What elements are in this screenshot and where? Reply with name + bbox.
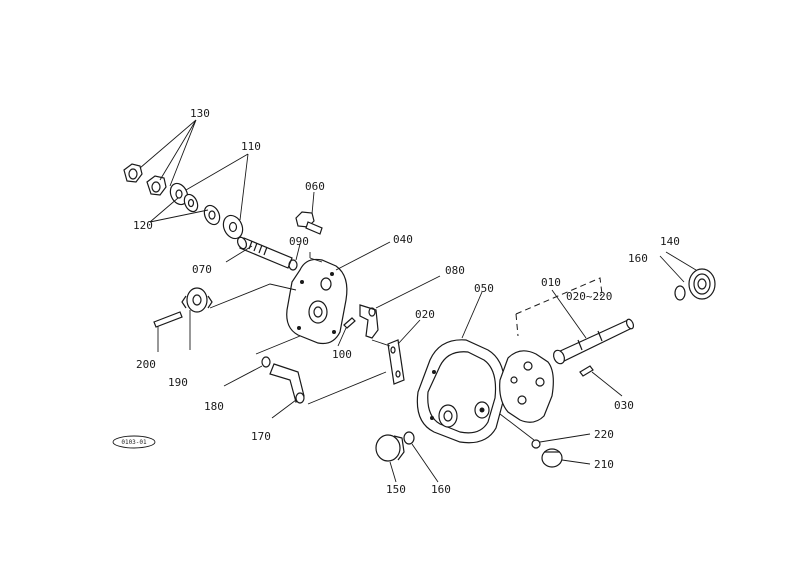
callout-labels: 130 110 120 060 090 070 040 080 200 190 … — [133, 107, 680, 496]
washer-110-a — [169, 182, 189, 206]
pin-030 — [579, 365, 594, 377]
callout-030: 030 — [614, 399, 634, 412]
callout-100: 100 — [332, 348, 352, 361]
callout-200: 200 — [136, 358, 156, 371]
callout-070: 070 — [192, 263, 212, 276]
dashed-assembly-bracket — [515, 277, 603, 337]
drawing-stamp: 0103-01 — [112, 435, 156, 449]
plug-210 — [541, 448, 563, 468]
oring-160-b — [403, 431, 415, 445]
nut-130-b — [146, 175, 167, 196]
callout-180: 180 — [204, 400, 224, 413]
shaft-010 — [552, 318, 635, 365]
cover-plate-040 — [286, 258, 348, 345]
callout-020: 020 — [415, 308, 435, 321]
callout-160-b: 160 — [431, 483, 451, 496]
lever-080 — [359, 304, 379, 339]
callout-080: 080 — [445, 264, 465, 277]
callout-130: 130 — [190, 107, 210, 120]
callout-150: 150 — [386, 483, 406, 496]
callout-090: 090 — [289, 235, 309, 248]
washer-120-a — [183, 193, 199, 213]
nut-130-a — [123, 163, 143, 183]
oring-090 — [288, 259, 298, 271]
plug-150 — [375, 434, 405, 462]
oring-220 — [531, 439, 541, 449]
callout-060: 060 — [305, 180, 325, 193]
callout-170: 170 — [251, 430, 271, 443]
pin-200 — [153, 311, 183, 328]
callout-010: 010 — [541, 276, 561, 289]
callout-190: 190 — [168, 376, 188, 389]
oring-180 — [261, 356, 271, 368]
seal-140 — [688, 268, 716, 300]
pin-100 — [343, 317, 356, 329]
shaft-170 — [269, 363, 305, 404]
callout-140: 140 — [660, 235, 680, 248]
leader-lines — [139, 119, 697, 483]
callout-210: 210 — [594, 458, 614, 471]
link-020 — [387, 339, 405, 385]
oring-160-a — [674, 285, 686, 301]
callout-110: 110 — [241, 140, 261, 153]
pump-housing-050 — [416, 339, 506, 444]
callout-050: 050 — [474, 282, 494, 295]
callout-040: 040 — [393, 233, 413, 246]
gear-body — [499, 350, 554, 423]
stud-070 — [236, 236, 293, 269]
stamp-code: 0103-01 — [121, 439, 147, 446]
callout-020-220: 020~220 — [566, 290, 612, 303]
callout-120: 120 — [133, 219, 153, 232]
bolt-060 — [295, 211, 323, 235]
gear-190 — [181, 287, 213, 313]
callout-160-a: 160 — [628, 252, 648, 265]
washer-120-b — [203, 204, 221, 226]
callout-220: 220 — [594, 428, 614, 441]
